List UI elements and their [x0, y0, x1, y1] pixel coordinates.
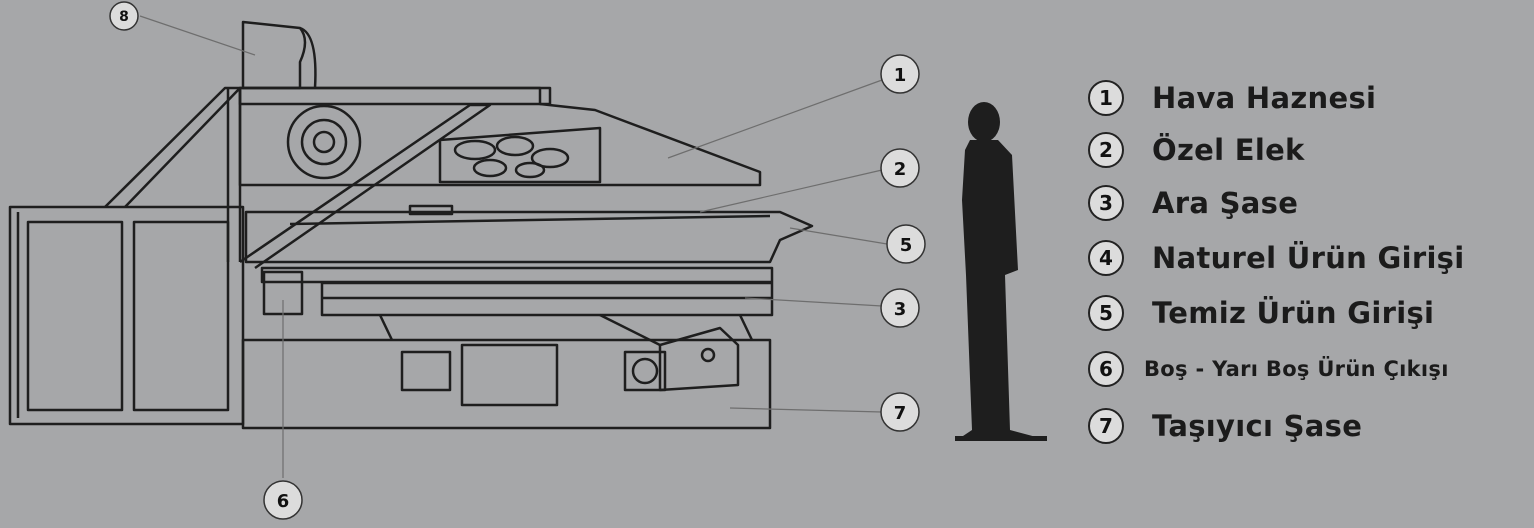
legend-label: Hava Haznesi — [1152, 81, 1377, 115]
callout-5: 5 — [886, 224, 926, 264]
legend-number: 2 — [1088, 132, 1124, 168]
callout-2-label: 2 — [894, 159, 907, 180]
legend-item-6: 6 Boş - Yarı Boş Ürün Çıkışı — [1088, 349, 1449, 389]
callout-6-label: 6 — [277, 491, 290, 512]
callout-3: 3 — [880, 288, 920, 328]
callout-2: 2 — [880, 148, 920, 188]
legend-item-2: 2 Özel Elek — [1088, 130, 1305, 170]
special-screen — [244, 204, 814, 264]
callout-8-label: 8 — [119, 9, 129, 25]
legend-number: 4 — [1088, 240, 1124, 276]
legs — [378, 313, 754, 347]
intermediate-chassis — [260, 266, 774, 317]
legend-item-7: 7 Taşıyıcı Şase — [1088, 406, 1362, 446]
legend-label: Taşıyıcı Şase — [1152, 409, 1363, 443]
legend-label: Naturel Ürün Girişi — [1152, 241, 1465, 275]
legend-number: 7 — [1088, 408, 1124, 444]
callout-6: 6 — [263, 480, 303, 520]
legend-label: Temiz Ürün Girişi — [1152, 296, 1435, 330]
human-scale-figure — [955, 102, 1047, 441]
callout-3-label: 3 — [894, 299, 907, 320]
feed-hopper — [241, 20, 317, 90]
legend-item-3: 3 Ara Şase — [1088, 183, 1298, 223]
callout-7-label: 7 — [894, 403, 907, 424]
frame-struts — [104, 86, 552, 270]
callout-5-label: 5 — [900, 235, 913, 256]
air-chamber — [238, 86, 762, 187]
legend-item-1: 1 Hava Haznesi — [1088, 78, 1376, 118]
leader-lines — [139, 15, 888, 478]
legend-item-5: 5 Temiz Ürün Girişi — [1088, 293, 1434, 333]
legend-item-4: 4 Naturel Ürün Girişi — [1088, 238, 1464, 278]
legend-label: Boş - Yarı Boş Ürün Çıkışı — [1144, 357, 1449, 381]
legend-label: Özel Elek — [1152, 133, 1305, 167]
fan-unit — [286, 104, 362, 180]
legend-label: Ara Şase — [1152, 186, 1299, 220]
legend-number: 1 — [1088, 80, 1124, 116]
callout-8: 8 — [109, 1, 139, 31]
legend-number: 3 — [1088, 185, 1124, 221]
legend-number: 5 — [1088, 295, 1124, 331]
legend-number: 6 — [1088, 351, 1124, 387]
callout-1-label: 1 — [894, 65, 907, 86]
callout-1: 1 — [880, 54, 920, 94]
left-cabinet — [8, 205, 245, 426]
carrier-chassis — [241, 338, 772, 430]
drive-motor — [623, 326, 740, 392]
callout-7: 7 — [880, 392, 920, 432]
